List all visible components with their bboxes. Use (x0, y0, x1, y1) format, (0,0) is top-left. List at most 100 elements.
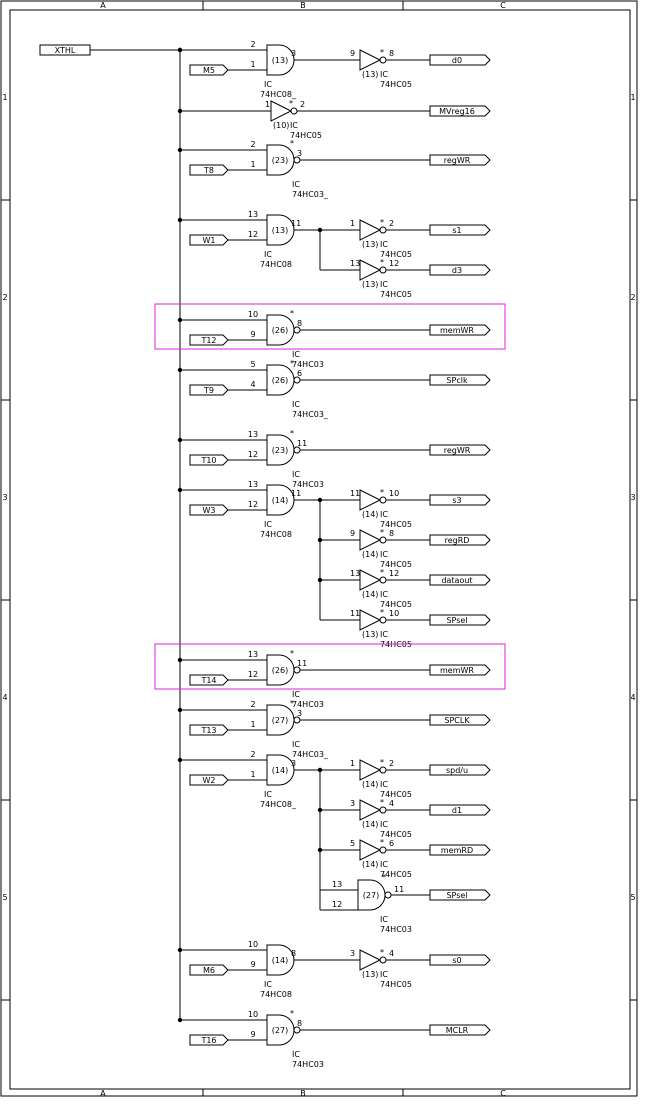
row-label-left: 2 (2, 293, 7, 302)
gate-ref: IC (380, 70, 388, 79)
junction-dot (177, 217, 183, 223)
junction-dot (177, 437, 183, 443)
output-port (429, 574, 491, 586)
inversion-bubble (384, 891, 392, 899)
pin-number: 1 (250, 160, 255, 169)
gate-unit: (23) (272, 156, 288, 165)
pin-star: * (380, 758, 384, 767)
pin-number: 2 (250, 700, 255, 709)
inversion-bubble (379, 616, 387, 624)
column-label-top: A (100, 1, 106, 10)
highlight-box (154, 303, 506, 350)
gate-unit: (14) (362, 820, 378, 829)
pin-number: 13 (248, 480, 258, 489)
input-port (189, 964, 229, 976)
gate-ref: IC (292, 690, 300, 699)
inversion-bubble (379, 956, 387, 964)
pin-star: * (380, 798, 384, 807)
gate-part: 74HC05 (290, 131, 322, 140)
gate-part: 74HC03 (292, 1060, 324, 1069)
pin-number: 3 (297, 709, 302, 718)
pin-number: 11 (350, 609, 360, 618)
gate-unit: (14) (272, 956, 288, 965)
drawing-frame (0, 0, 638, 1097)
gate-ref: IC (380, 280, 388, 289)
output-port-label: SPsel (446, 616, 467, 625)
pin-number: 2 (300, 100, 305, 109)
gate-part: 74HC05 (380, 250, 412, 259)
row-label-right: 3 (630, 493, 635, 502)
gate-ref: IC (380, 915, 388, 924)
output-port (429, 54, 491, 66)
gate-ref: IC (292, 350, 300, 359)
gate-part: 74HC03_ (292, 410, 329, 419)
gate-ref: IC (292, 400, 300, 409)
output-port-label: SPclk (446, 376, 468, 385)
inversion-bubble (379, 56, 387, 64)
output-port-label: memWR (440, 666, 474, 675)
pin-number: 1 (350, 759, 355, 768)
pin-star: * (380, 218, 384, 227)
input-port (189, 774, 229, 786)
gate-unit: (13) (362, 630, 378, 639)
pin-number: 8 (389, 49, 394, 58)
junction-dot (177, 1017, 183, 1023)
output-port-label: memWR (440, 326, 474, 335)
main-input-label: XTHL (55, 46, 76, 55)
output-port (429, 844, 491, 856)
gate-part: 74HC08 (260, 530, 292, 539)
input-port (189, 64, 229, 76)
junction-dot (177, 657, 183, 663)
inversion-bubble (379, 496, 387, 504)
pin-number: 13 (248, 210, 258, 219)
pin-number: 3 (350, 799, 355, 808)
input-port (189, 1034, 229, 1046)
pin-number: 9 (350, 529, 355, 538)
inversion-bubble (290, 107, 298, 115)
gate-part: 74HC05 (380, 830, 412, 839)
junction-dot (177, 47, 183, 53)
output-port (429, 954, 491, 966)
input-port (189, 724, 229, 736)
gate-unit: (14) (362, 510, 378, 519)
input-port-label: T9 (203, 386, 214, 395)
gate-ref: IC (264, 790, 272, 799)
pin-star: * (290, 359, 294, 368)
pin-number: 1 (265, 100, 270, 109)
junction-dot (177, 317, 183, 323)
highlight-box (154, 643, 506, 690)
inversion-bubble (293, 446, 301, 454)
gate-ref: IC (292, 1050, 300, 1059)
input-port (189, 164, 229, 176)
row-label-left: 4 (2, 693, 7, 702)
inverter-gate (359, 609, 382, 631)
gate-part: 74HC05 (380, 870, 412, 879)
inversion-bubble (293, 326, 301, 334)
pin-number: 8 (389, 529, 394, 538)
gate-unit: (13) (362, 70, 378, 79)
gate-unit: (13) (362, 240, 378, 249)
gate-part: 74HC03 (292, 480, 324, 489)
inversion-bubble (379, 766, 387, 774)
pin-number: 10 (248, 310, 258, 319)
pin-number: 11 (394, 885, 404, 894)
pin-number: 1 (250, 770, 255, 779)
gate-ref: IC (380, 590, 388, 599)
pin-number: 2 (250, 750, 255, 759)
input-port-label: W2 (203, 776, 216, 785)
pin-star: * (380, 838, 384, 847)
pin-star: * (380, 608, 384, 617)
pin-number: 13 (248, 650, 258, 659)
output-port (429, 614, 491, 626)
input-port-label: T13 (200, 726, 216, 735)
pin-number: 3 (291, 49, 296, 58)
output-port (429, 264, 491, 276)
output-port-label: SPCLK (444, 716, 470, 725)
pin-star: * (382, 873, 386, 882)
output-port-label: d3 (452, 266, 462, 275)
row-label-right: 2 (630, 293, 635, 302)
input-port-label: T12 (200, 336, 216, 345)
gate-ref: IC (380, 970, 388, 979)
row-label-right: 5 (630, 893, 635, 902)
inverter-gate (270, 100, 293, 122)
